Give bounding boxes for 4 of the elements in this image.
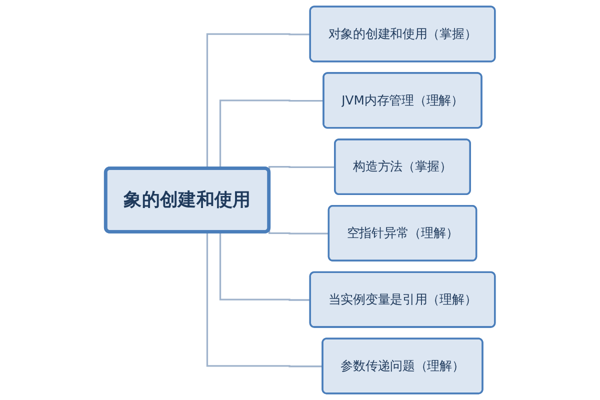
connector	[206, 33, 310, 169]
connector	[206, 232, 323, 368]
connector	[219, 232, 310, 301]
connector	[219, 100, 324, 169]
